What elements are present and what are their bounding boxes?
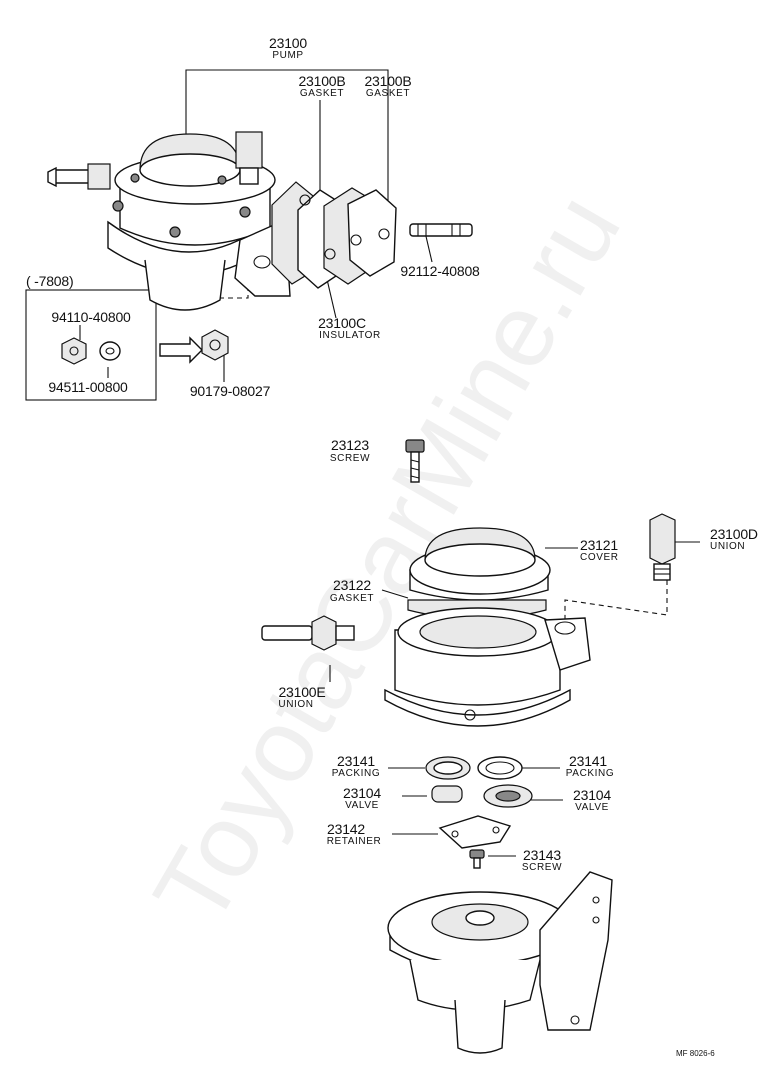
part-name-insulator: INSULATOR — [319, 330, 381, 341]
part-name-valve-right: VALVE — [575, 802, 609, 813]
lower-body-illustration — [387, 871, 613, 1054]
nut-washer-illustration — [61, 329, 229, 365]
part-number-23100d: 23100D — [710, 526, 758, 542]
part-name-gasket-right: GASKET — [365, 88, 411, 99]
screw-illustration — [405, 439, 425, 483]
part-number-23100: 23100 — [269, 35, 307, 51]
part-number-23100e: 23100E — [278, 684, 326, 700]
drawing-code: MF 8026-6 — [676, 1049, 715, 1058]
upper-body-illustration — [261, 527, 591, 727]
part-name-pump: PUMP — [272, 50, 304, 61]
part-name-union-d: UNION — [710, 541, 746, 552]
part-name-valve-left: VALVE — [345, 800, 379, 811]
part-number-23141-right: 23141 — [569, 753, 607, 769]
part-number-92112-40808: 92112-40808 — [400, 263, 480, 279]
union-d-illustration — [649, 513, 676, 581]
part-name-screw-upper: SCREW — [329, 453, 371, 464]
part-number-23100b-left: 23100B — [298, 73, 346, 89]
part-number-23100c: 23100C — [318, 315, 366, 331]
valve-parts-illustration — [425, 756, 533, 869]
part-name-gasket-left: GASKET — [299, 88, 345, 99]
part-number-23141-left: 23141 — [337, 753, 375, 769]
part-number-23104-left: 23104 — [343, 785, 381, 801]
part-number-23104-right: 23104 — [573, 787, 611, 803]
part-number-23122: 23122 — [333, 577, 371, 593]
part-name-packing-right: PACKING — [565, 768, 615, 779]
part-number-23121: 23121 — [580, 537, 618, 553]
part-number-94511-00800: 94511-00800 — [48, 379, 128, 395]
inset-range-label: ( -7808) — [26, 273, 74, 289]
part-name-cover: COVER — [580, 552, 619, 563]
part-name-retainer: RETAINER — [326, 836, 382, 847]
part-name-gasket-cover: GASKET — [329, 593, 375, 604]
part-number-90179-08027: 90179-08027 — [189, 383, 271, 399]
part-number-94110-40800: 94110-40800 — [51, 309, 131, 325]
inset-frame — [25, 289, 157, 401]
part-number-23123: 23123 — [331, 437, 369, 453]
part-number-23142: 23142 — [327, 821, 365, 837]
part-number-23100b-right: 23100B — [364, 73, 412, 89]
part-name-union-e: UNION — [278, 699, 314, 710]
part-name-packing-left: PACKING — [331, 768, 381, 779]
pump-assembly-illustration — [47, 131, 473, 311]
part-name-screw-lower: SCREW — [521, 862, 563, 873]
part-number-23143: 23143 — [523, 847, 561, 863]
